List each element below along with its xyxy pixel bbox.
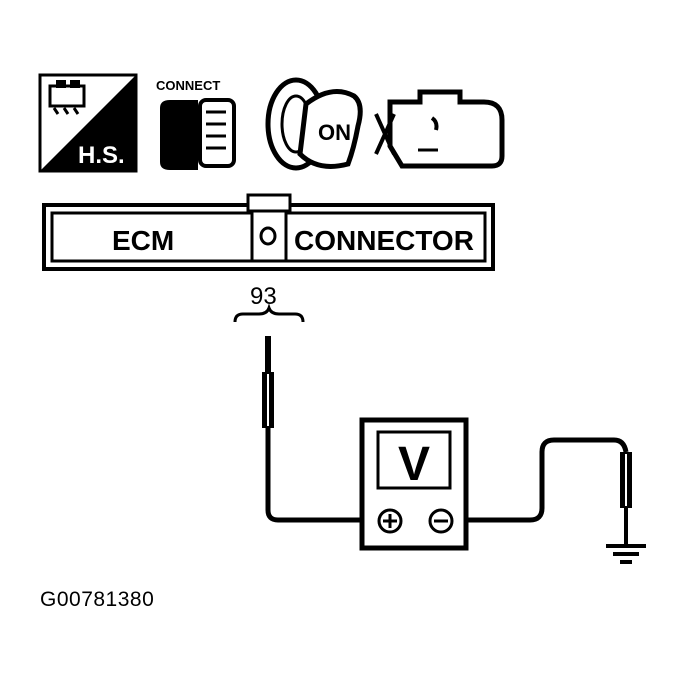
positive-lead-wire bbox=[265, 428, 370, 523]
positive-terminal-icon bbox=[377, 508, 403, 534]
ignition-key-on-icon: ON bbox=[265, 77, 363, 171]
ecm-connector: ECM CONNECTOR bbox=[42, 193, 495, 271]
negative-probe bbox=[620, 452, 632, 544]
connect-icon: CONNECT bbox=[156, 78, 236, 170]
voltmeter: V bbox=[359, 417, 469, 551]
figure-code: G00781380 bbox=[40, 588, 155, 611]
pin-number: 93 bbox=[250, 283, 277, 310]
pin-93-callout: 93 bbox=[233, 283, 305, 323]
hs-label: H.S. bbox=[78, 142, 125, 169]
positive-probe bbox=[262, 336, 274, 428]
ignition-on-label: ON bbox=[318, 120, 351, 145]
connect-label: CONNECT bbox=[156, 78, 220, 93]
connector-left-label: ECM bbox=[112, 225, 174, 256]
engine-off-icon bbox=[374, 89, 505, 169]
voltmeter-symbol: V bbox=[398, 438, 430, 491]
hs-tester-icon: H.S. bbox=[38, 73, 138, 173]
negative-terminal-icon bbox=[428, 508, 454, 534]
connector-right-label: CONNECTOR bbox=[294, 225, 474, 256]
negative-lead-wire bbox=[462, 437, 629, 523]
ground-icon bbox=[606, 544, 646, 564]
